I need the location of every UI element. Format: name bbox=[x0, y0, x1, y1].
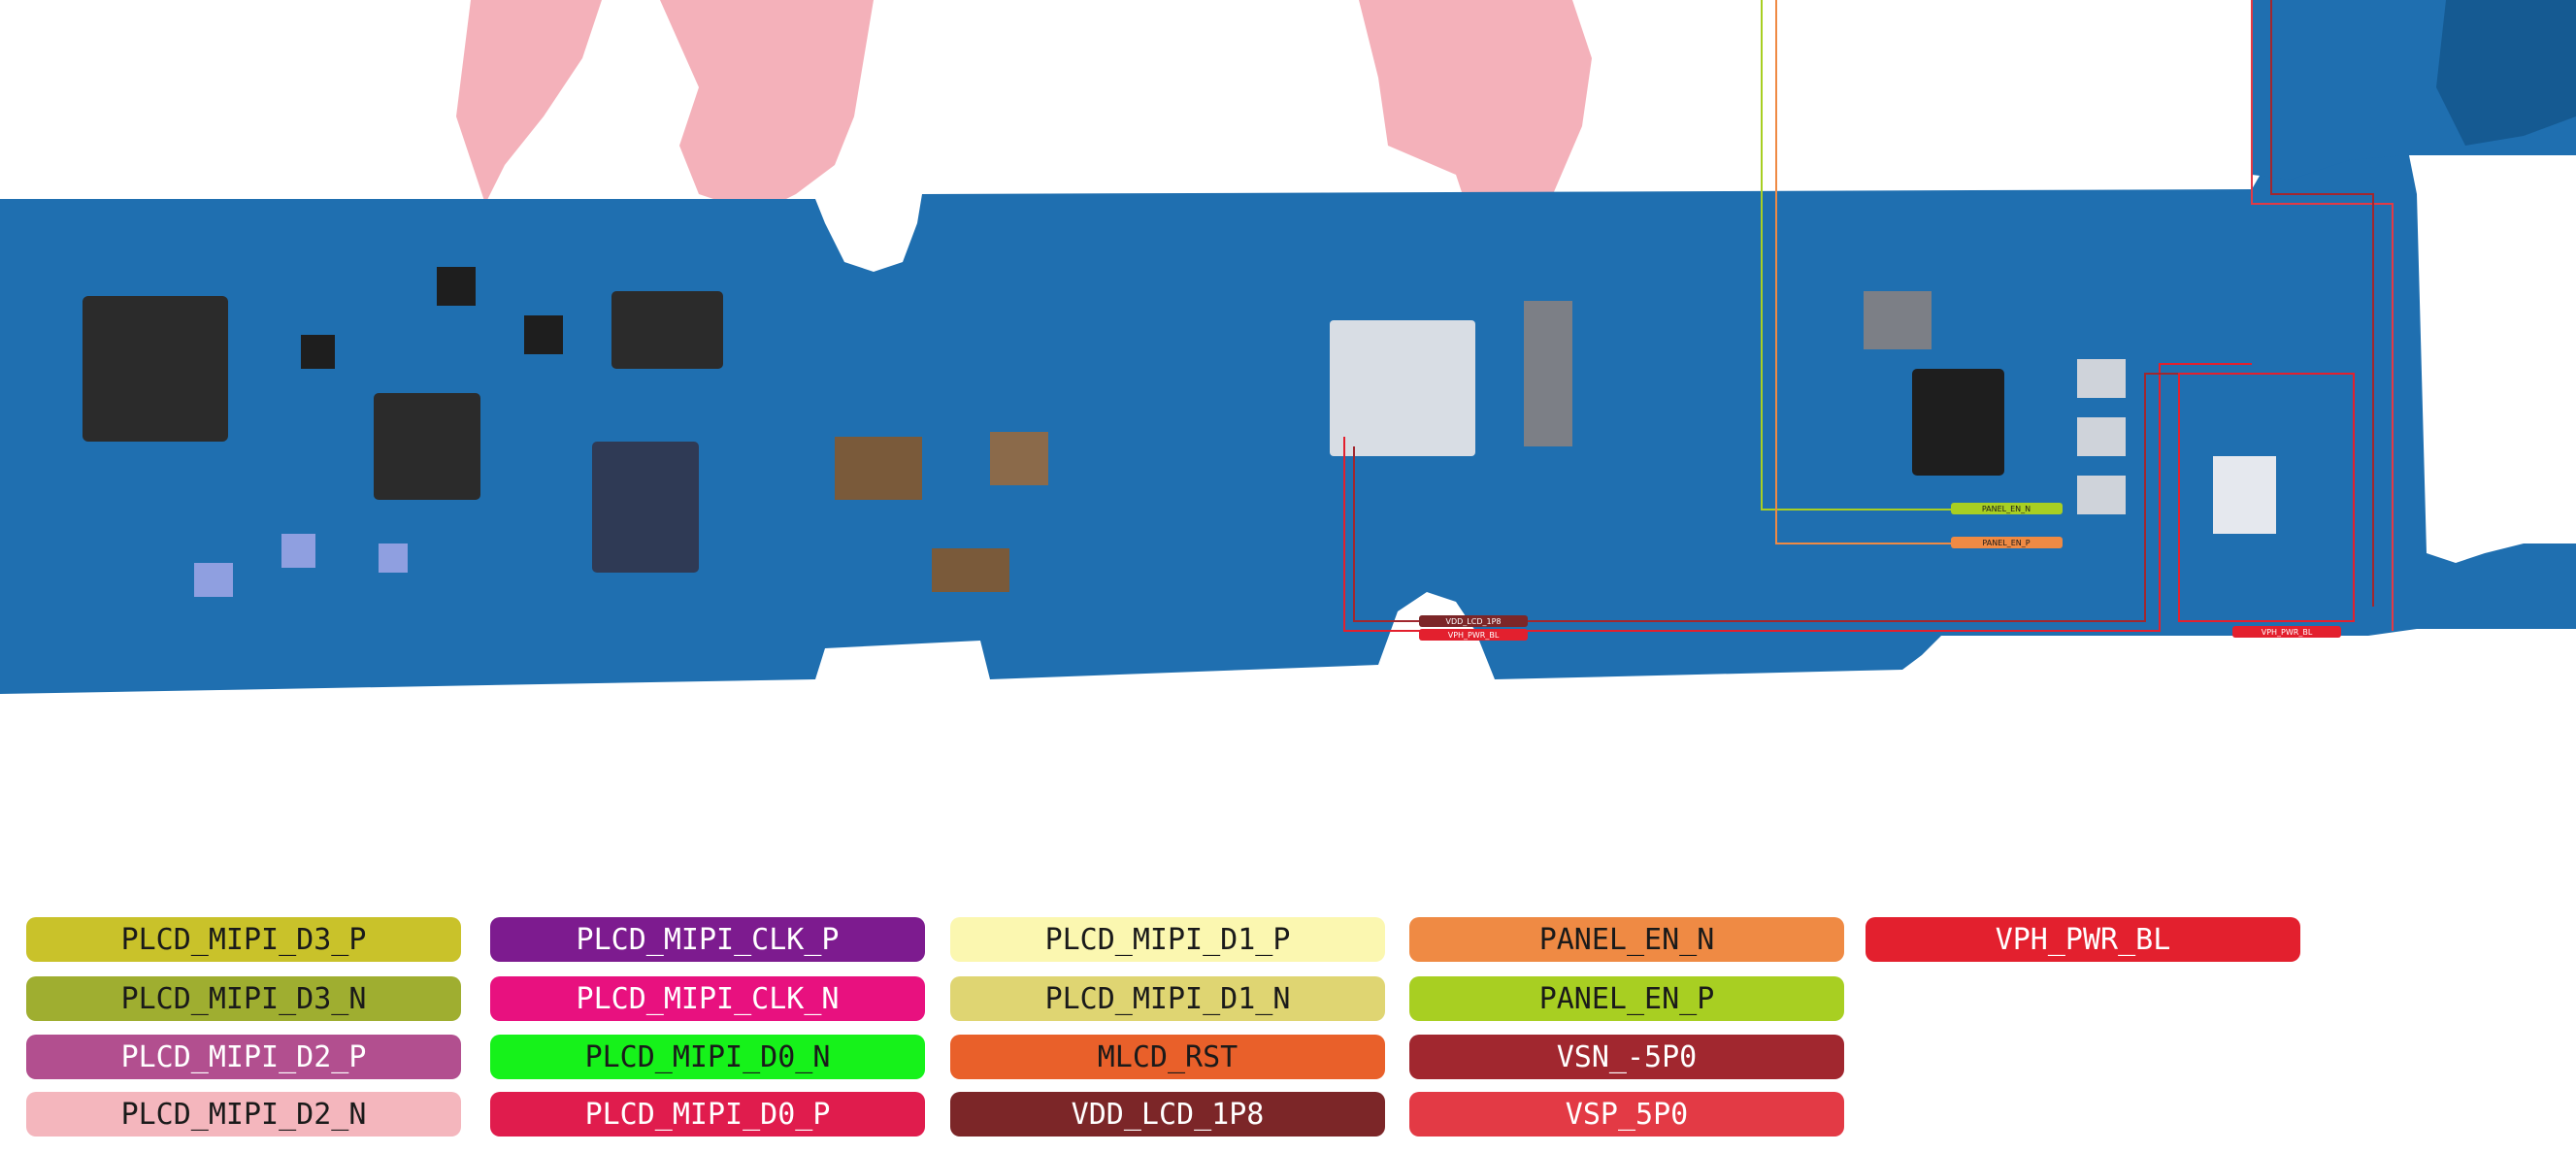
legend-item-mlcd-rst: MLCD_RST bbox=[950, 1035, 1385, 1079]
chip-cluster-center bbox=[835, 291, 2276, 592]
legend-item-plcd-mipi-d3-n: PLCD_MIPI_D3_N bbox=[26, 976, 461, 1021]
legend-item-plcd-mipi-d2-p: PLCD_MIPI_D2_P bbox=[26, 1035, 461, 1079]
legend-item-plcd-mipi-d0-n: PLCD_MIPI_D0_N bbox=[490, 1035, 925, 1079]
pcb-board bbox=[0, 0, 2576, 694]
legend-item-panel-en-p: PANEL_EN_P bbox=[1409, 976, 1844, 1021]
legend-item-plcd-mipi-d0-p: PLCD_MIPI_D0_P bbox=[490, 1092, 925, 1137]
legend-item-plcd-mipi-clk-p: PLCD_MIPI_CLK_P bbox=[490, 917, 925, 962]
legend-item-panel-en-n: PANEL_EN_N bbox=[1409, 917, 1844, 962]
watermark-logo bbox=[456, 0, 1592, 252]
trace-tag-vph-pwr-bl-left: VPH_PWR_BL bbox=[1448, 631, 1500, 640]
legend-item-plcd-mipi-d2-n: PLCD_MIPI_D2_N bbox=[26, 1092, 461, 1137]
legend-item-plcd-mipi-clk-n: PLCD_MIPI_CLK_N bbox=[490, 976, 925, 1021]
trace-tag-panel-en-p: PANEL_EN_P bbox=[1982, 539, 2030, 547]
trace-tag-vdd-lcd-1p8: VDD_LCD_1P8 bbox=[1446, 617, 1502, 626]
legend-item-vph-pwr-bl: VPH_PWR_BL bbox=[1866, 917, 2300, 962]
trace-tag-vph-pwr-bl-right: VPH_PWR_BL bbox=[2262, 628, 2313, 637]
trace-tags: VDD_LCD_1P8 VPH_PWR_BL VPH_PWR_BL PANEL_… bbox=[1419, 503, 2341, 641]
legend-item-vsn-5p0: VSN_-5P0 bbox=[1409, 1035, 1844, 1079]
legend-item-plcd-mipi-d1-p: PLCD_MIPI_D1_P bbox=[950, 917, 1385, 962]
legend-item-plcd-mipi-d1-n: PLCD_MIPI_D1_N bbox=[950, 976, 1385, 1021]
trace-tag-panel-en-n: PANEL_EN_N bbox=[1982, 505, 2031, 513]
legend-item-vsp-5p0: VSP_5P0 bbox=[1409, 1092, 1844, 1137]
trace-lines bbox=[1343, 0, 2394, 632]
chip-cluster-left bbox=[83, 267, 723, 597]
legend-item-vdd-lcd-1p8: VDD_LCD_1P8 bbox=[950, 1092, 1385, 1137]
legend-item-plcd-mipi-d3-p: PLCD_MIPI_D3_P bbox=[26, 917, 461, 962]
